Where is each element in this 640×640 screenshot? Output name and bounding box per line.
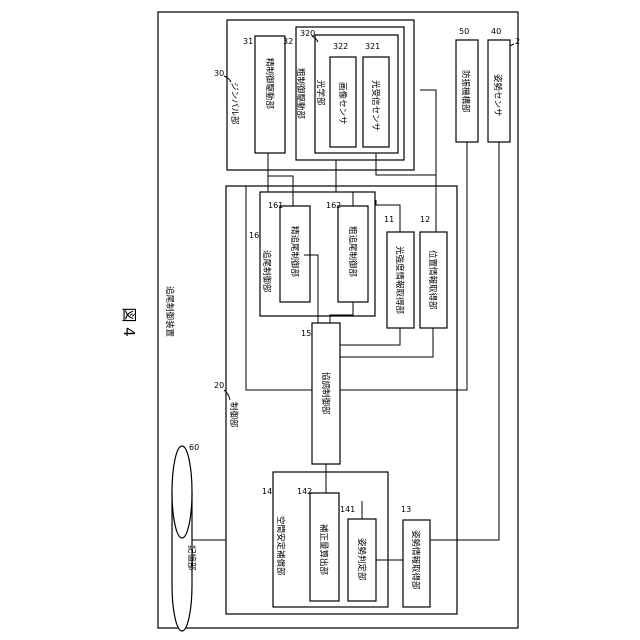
light-info-label: 光強度情報取得部	[394, 246, 405, 315]
figure-title: 図 4	[120, 307, 138, 336]
coordination-label: 協調制御部	[320, 372, 331, 415]
light-info-ref: 11	[384, 215, 394, 224]
device-ref: 2	[515, 37, 520, 46]
light-sensor-label: 光受信センサ	[370, 80, 381, 131]
control-ref: 20	[214, 381, 224, 390]
tracking-control-ref: 16	[249, 231, 259, 240]
fine-drive-ref: 31	[243, 37, 253, 46]
attitude-sensor-label: 姿勢センサ	[492, 74, 503, 117]
attitude-sensor-ref: 40	[491, 27, 501, 36]
storage-cylinder	[172, 446, 192, 631]
attitude-info-ref: 13	[401, 505, 411, 514]
optics-label: 光学部	[315, 80, 326, 106]
tracking-control-label: 追尾制御部	[261, 250, 272, 293]
spatial-ref: 14	[262, 487, 272, 496]
device-label: 追尾制御装置	[164, 286, 175, 338]
judge-ref: 141	[340, 505, 355, 514]
anti-vibration-ref: 50	[459, 27, 469, 36]
image-sensor-ref: 322	[333, 42, 348, 51]
coarse-drive-label: 粗制御駆動部	[295, 68, 306, 120]
fine-tracking-ref: 161	[268, 201, 283, 210]
coordination-ref: 15	[301, 329, 311, 338]
spatial-label: 空間安定補償部	[275, 516, 286, 576]
coarse-tracking-ref: 162	[326, 201, 341, 210]
position-info-label: 位置情報取得部	[427, 250, 438, 310]
anti-vibration-label: 防振機構部	[460, 70, 471, 113]
correction-label: 補正量算出部	[318, 524, 329, 576]
attitude-info-label: 姿勢情報取得部	[410, 530, 421, 590]
control-label: 制御部	[228, 402, 239, 428]
coarse-tracking-label: 粗追尾制御部	[347, 226, 358, 278]
correction-ref: 142	[297, 487, 312, 496]
storage-label: 記憶部	[186, 545, 197, 571]
fine-drive-label: 精制御駆動部	[264, 58, 275, 110]
light-sensor-ref: 321	[365, 42, 380, 51]
image-sensor-label: 画像センサ	[337, 82, 348, 125]
fine-tracking-label: 精追尾制御部	[289, 226, 300, 278]
gimbal-ref: 30	[214, 69, 224, 78]
coarse-drive-ref: 32	[283, 37, 293, 46]
storage-ref: 60	[189, 443, 199, 452]
judge-label: 姿勢判定部	[356, 538, 367, 581]
gimbal-label: ジンバル部	[229, 82, 240, 125]
position-info-ref: 12	[420, 215, 430, 224]
